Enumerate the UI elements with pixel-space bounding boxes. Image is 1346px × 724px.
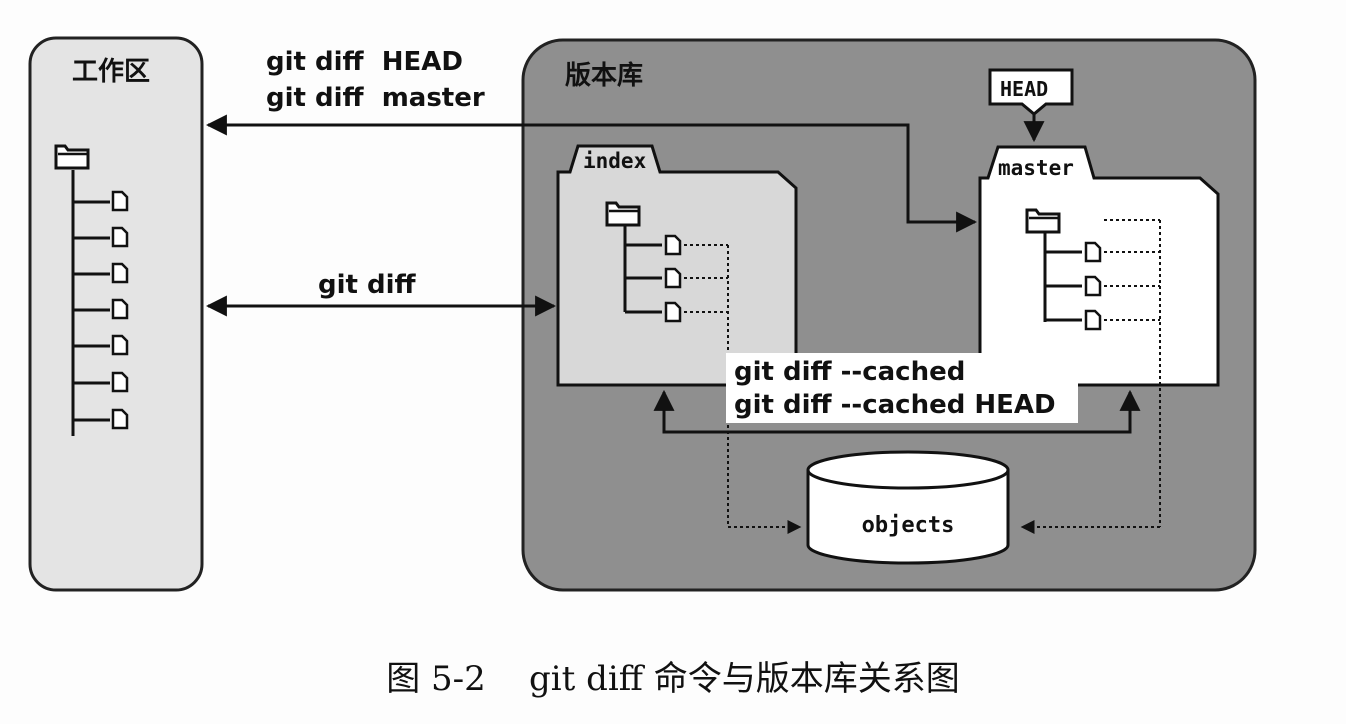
file-icon [664, 234, 682, 256]
folder-icon [1025, 208, 1061, 234]
file-icon [1084, 275, 1102, 297]
file-icon [1084, 241, 1102, 263]
workspace-label: 工作区 [72, 57, 150, 87]
master-folder: master [978, 145, 1220, 534]
file-icon [111, 334, 129, 356]
file-icon [664, 301, 682, 323]
cmd-diff-head: git diff HEAD [266, 47, 463, 77]
file-icon [1084, 309, 1102, 331]
cmd-diff-cached-head: git diff --cached HEAD [734, 390, 1056, 420]
master-label: master [998, 156, 1074, 180]
objects-label: objects [862, 513, 955, 538]
cmd-diff-cached: git diff --cached [734, 357, 965, 387]
arrow-diff-head [205, 114, 978, 233]
cmd-diff-master: git diff master [266, 83, 485, 113]
workspace-panel: 工作区 [28, 36, 204, 592]
index-label: index [583, 149, 647, 173]
objects-store: objects [806, 450, 1010, 565]
figure-caption: 图 5-2 git diff 命令与版本库关系图 [386, 659, 960, 699]
file-icon [664, 267, 682, 289]
file-icon [111, 298, 129, 320]
head-pointer: HEAD [988, 68, 1074, 143]
file-icon [111, 408, 129, 430]
file-icon [111, 262, 129, 284]
arrow-diff-cached [653, 389, 1141, 434]
repository-label: 版本库 [564, 61, 643, 91]
folder-icon [54, 144, 90, 170]
file-icon [111, 190, 129, 212]
folder-icon [605, 201, 641, 227]
cached-label-box [726, 353, 1078, 423]
workspace-tree [54, 144, 129, 436]
cmd-diff: git diff [318, 270, 417, 300]
head-label: HEAD [1000, 77, 1048, 101]
file-icon [111, 226, 129, 248]
file-icon [111, 371, 129, 393]
